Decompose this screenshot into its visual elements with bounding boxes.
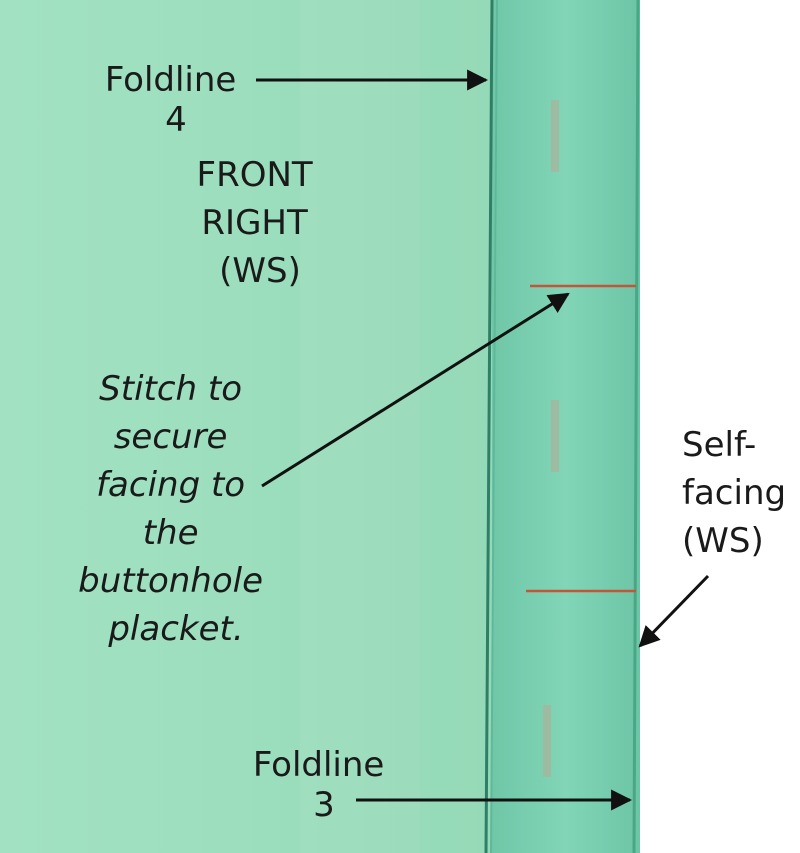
foldline-3-label: Foldline 3 (253, 745, 395, 825)
fabric-sheen (300, 0, 420, 853)
front-right-label: FRONT RIGHT (WS) (197, 155, 324, 291)
stitch-note-label: Stitch to secure facing to the buttonhol… (78, 369, 274, 649)
arrow-stitch (261, 292, 570, 488)
self-facing-strip (492, 0, 640, 853)
self-facing-label: Self- facing (WS) (682, 425, 797, 561)
fold-edge-4-shadow (490, 0, 498, 853)
fold-edge-4 (484, 0, 494, 853)
fold-edge-3 (632, 0, 640, 853)
foldline-4-label: Foldline 4 (105, 60, 247, 140)
buttonhole-mark (551, 100, 559, 172)
fabric-panel (0, 0, 492, 853)
buttonhole-mark (551, 400, 559, 472)
buttonhole-mark (543, 705, 551, 777)
arrow-self-facing (638, 574, 710, 648)
